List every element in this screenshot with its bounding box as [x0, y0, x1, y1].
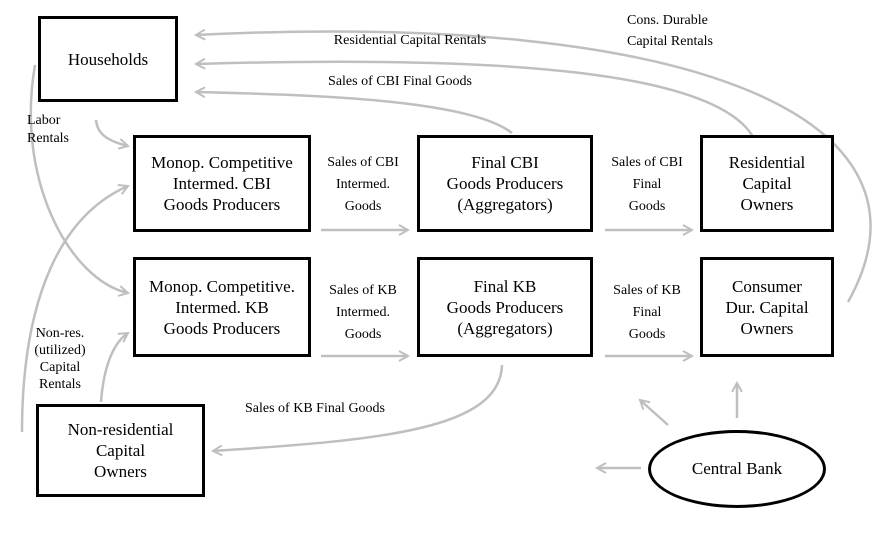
label-cons-durable-rentals: Cons. Durable Capital Rentals [627, 13, 713, 49]
final-kb-box: Final KB Goods Producers (Aggregators) [417, 257, 593, 357]
central-bank-ellipse: Central Bank [648, 430, 826, 508]
arrow-nonres-to-cbi [20, 186, 128, 433]
label-sales-kb-final: Sales of KB Final Goods [613, 283, 681, 342]
label-sales-kb-intermed: Sales of KB Intermed. Goods [329, 283, 397, 342]
label-sales-cbi-intermed: Sales of CBI Intermed. Goods [327, 155, 399, 214]
nonres-box: Non-residential Capital Owners [36, 404, 205, 497]
label-residential-rentals: Residential Capital Rentals [333, 33, 487, 48]
label-sales-kb-final-goods: Sales of KB Final Goods [245, 401, 385, 416]
arrow-labor-rentals [94, 119, 128, 146]
label-sales-cbi-final: Sales of CBI Final Goods [611, 155, 683, 214]
residential-box: Residential Capital Owners [700, 135, 834, 232]
arrow-residential-rentals [196, 62, 759, 146]
households-box: Households [38, 16, 178, 102]
arrow-sales-kb-final-goods [213, 364, 504, 451]
arrow-households-to-kb [29, 64, 128, 293]
label-nonres-rentals: Non-res. (utilized) Capital Rentals [34, 326, 86, 392]
consumer-dur-box: Consumer Dur. Capital Owners [700, 257, 834, 357]
arrow-nonres-to-kb [99, 333, 128, 403]
label-sales-cbi-final-goods: Sales of CBI Final Goods [328, 74, 472, 89]
arrow-sales-cbi-final-goods [196, 92, 513, 134]
arrow-cb-diag [640, 400, 669, 426]
mono-kb-box: Monop. Competitive. Intermed. KB Goods P… [133, 257, 311, 357]
arrow-cons-durable-rentals [196, 31, 872, 303]
mono-cbi-box: Monop. Competitive Intermed. CBI Goods P… [133, 135, 311, 232]
label-labor-rentals: Labor Rentals [27, 113, 69, 146]
final-cbi-box: Final CBI Goods Producers (Aggregators) [417, 135, 593, 232]
